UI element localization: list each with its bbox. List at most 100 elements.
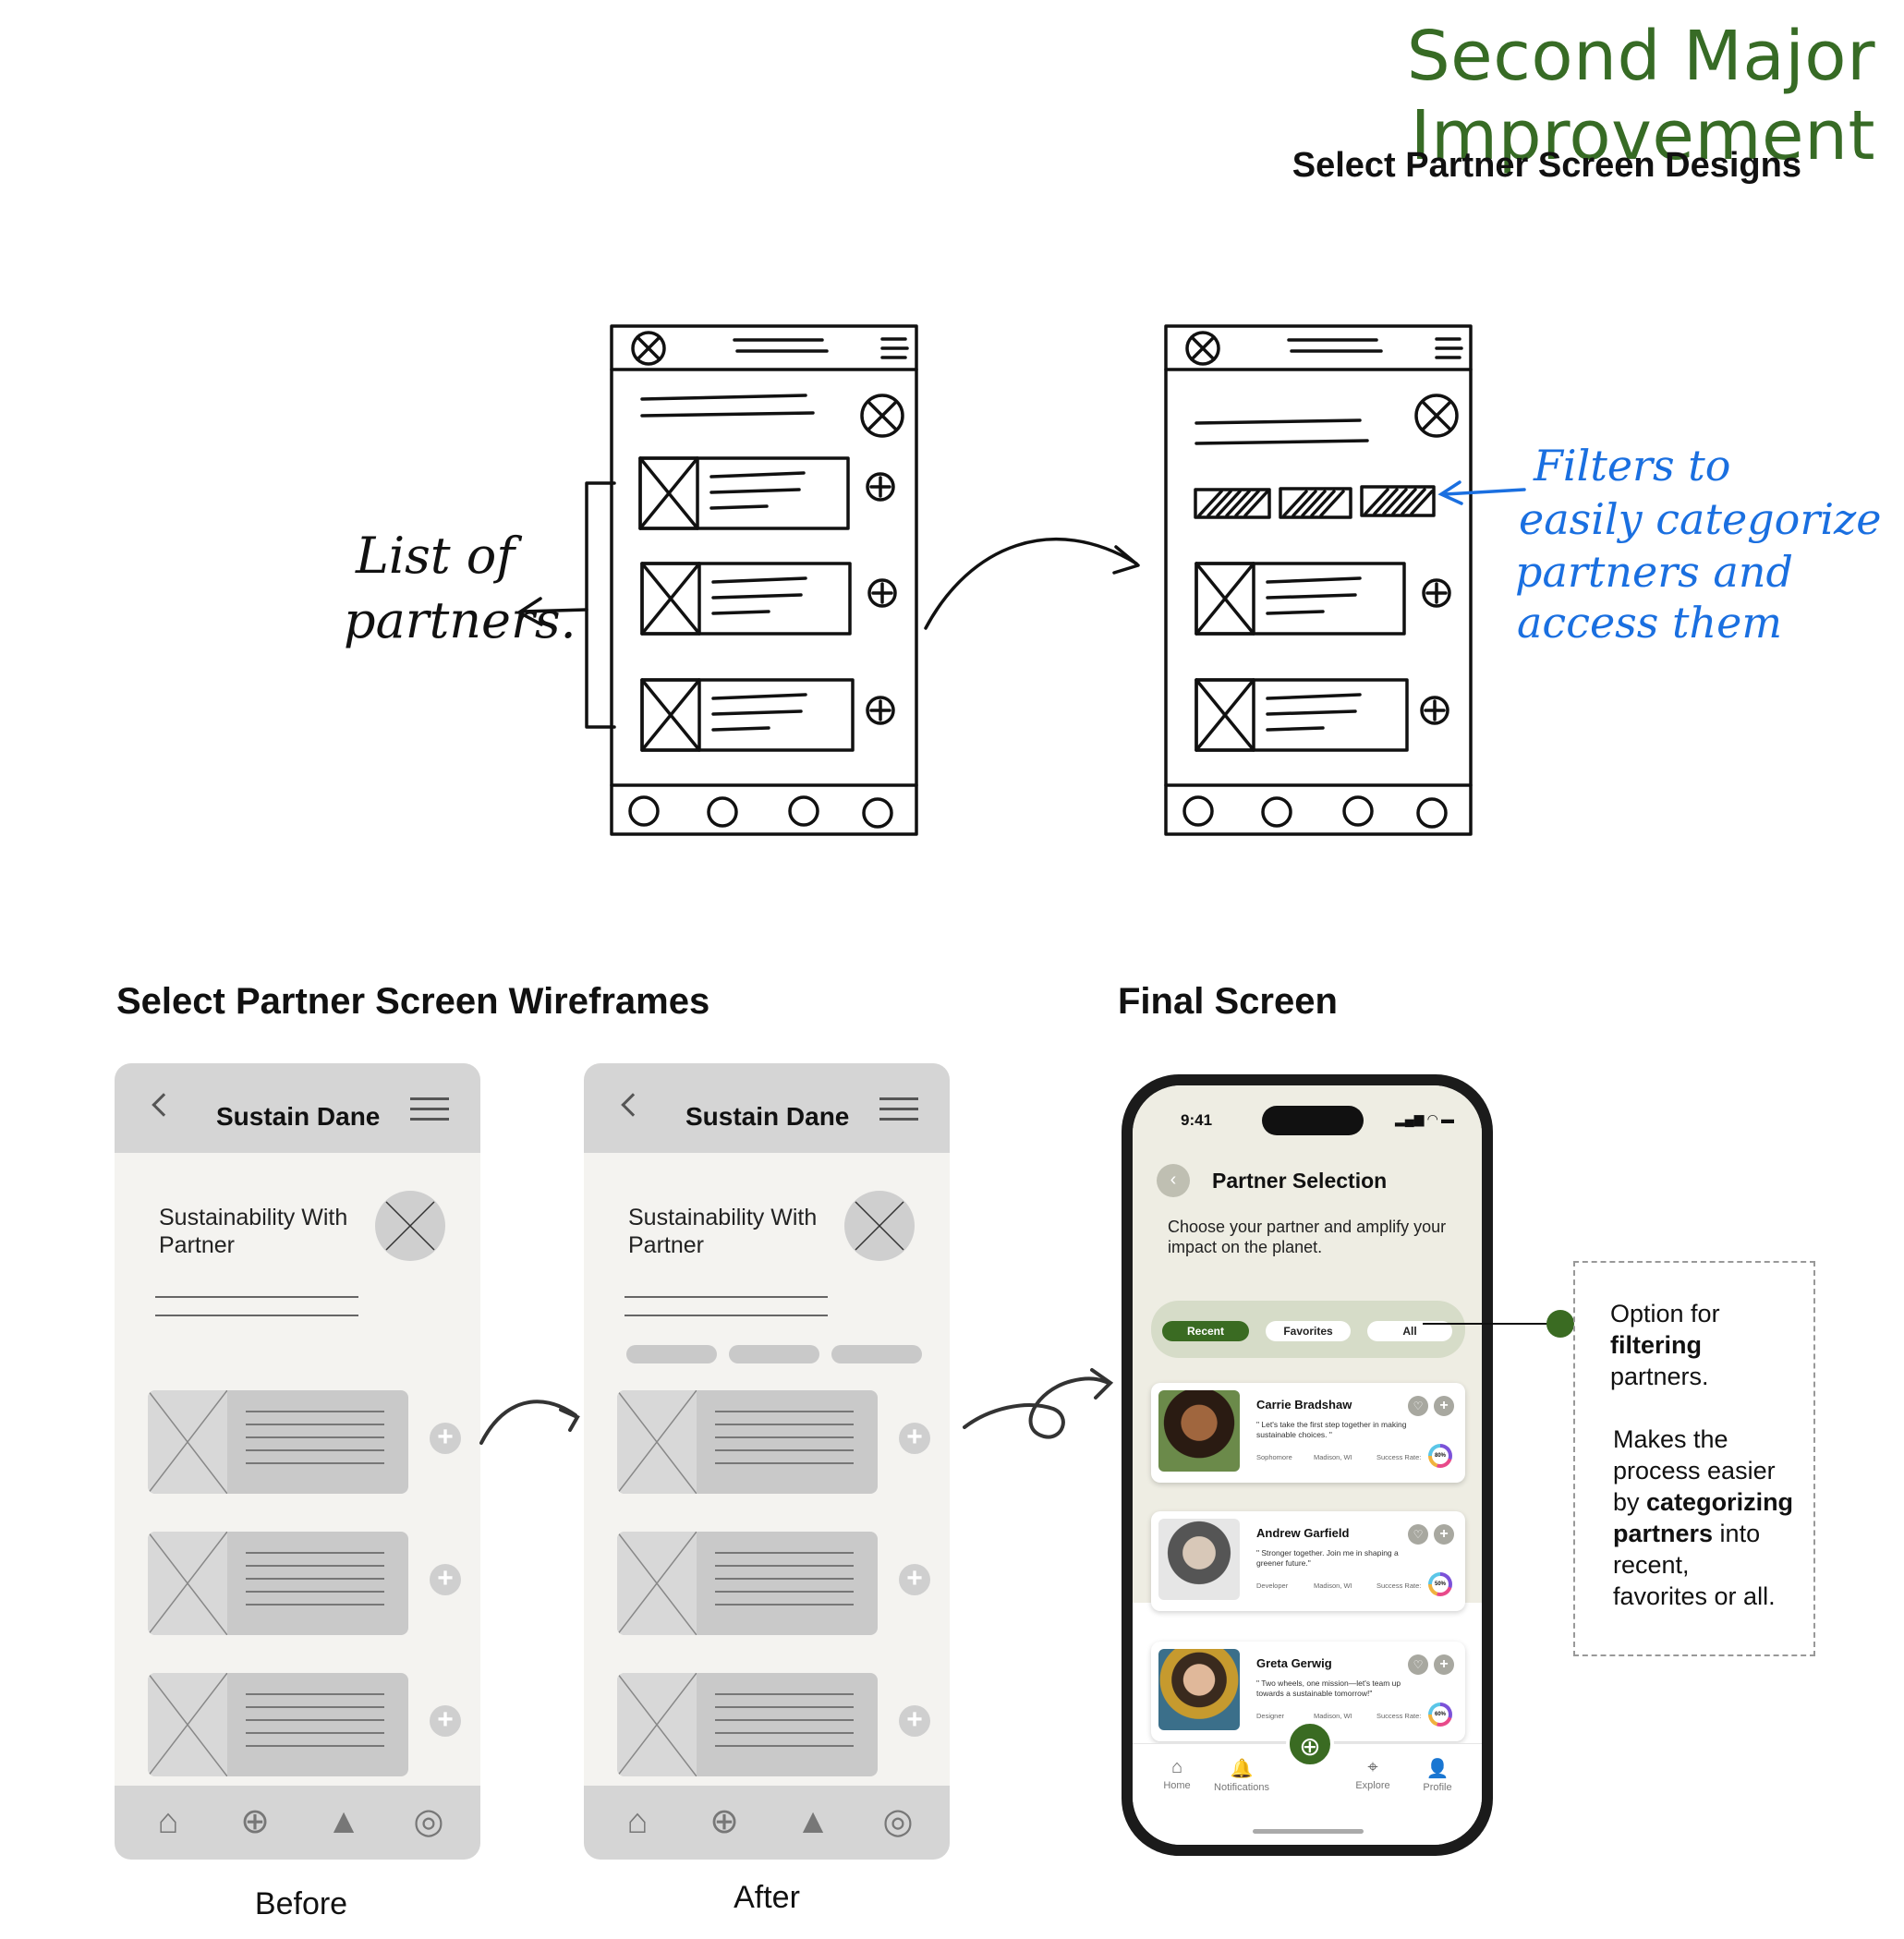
annotation-right-line3: partners and [1515, 547, 1793, 597]
partner-quote: " Two wheels, one mission—let's team up … [1256, 1678, 1401, 1698]
compass-icon[interactable]: ◎ [882, 1802, 914, 1841]
annotation-text-1: Option for filtering partners. [1610, 1298, 1720, 1392]
favorite-icon[interactable]: ♡ [1408, 1524, 1428, 1545]
menu-icon[interactable] [410, 1097, 449, 1121]
wf-app-title: Sustain Dane [216, 1102, 381, 1131]
annotation-left-line1: List of [355, 527, 522, 585]
bell-icon[interactable]: ▲ [795, 1802, 831, 1841]
nav-home[interactable]: ⌂ Home [1140, 1757, 1214, 1791]
dynamic-island [1262, 1106, 1364, 1135]
add-partner-button[interactable]: + [1434, 1396, 1454, 1416]
annotation-line4: Makes the [1613, 1425, 1728, 1453]
avatar-placeholder [375, 1191, 445, 1261]
final-phone-mockup: 9:41 ▂▄▆ ◠ ▬ ‹ Partner Selection Choose … [1122, 1074, 1493, 1856]
add-partner-button[interactable]: + [430, 1564, 461, 1595]
wf-partner-card[interactable] [617, 1390, 878, 1494]
annotation-right-line4: access them [1517, 598, 1782, 648]
partner-quote: " Stronger together. Join me in shaping … [1256, 1548, 1399, 1568]
wireframe-before: Sustain Dane Sustainability With Partner… [115, 1063, 480, 1860]
wf-heading-line1: Sustainability With [159, 1205, 348, 1230]
wf-partner-card[interactable] [148, 1390, 408, 1494]
nav-notifications-label: Notifications [1214, 1782, 1269, 1793]
annotation-line7a: partners [1613, 1520, 1714, 1547]
wf-heading: Sustainability With Partner [159, 1204, 347, 1259]
back-icon[interactable] [152, 1093, 176, 1117]
annotation-text-2: Makes the process easier by categorizing… [1613, 1424, 1793, 1612]
nav-profile[interactable]: 👤 Profile [1401, 1757, 1474, 1793]
home-icon[interactable]: ⌂ [626, 1802, 649, 1841]
status-icons: ▂▄▆ ◠ ▬ [1395, 1111, 1454, 1126]
compass-icon[interactable]: ◎ [413, 1802, 444, 1841]
add-partner-button[interactable]: + [1434, 1654, 1454, 1675]
back-button[interactable]: ‹ [1157, 1164, 1190, 1197]
nav-explore-label: Explore [1355, 1780, 1390, 1791]
partner-photo [1158, 1519, 1240, 1600]
filter-pill[interactable] [626, 1345, 717, 1363]
image-placeholder [148, 1673, 228, 1776]
wf-heading: Sustainability With Partner [628, 1204, 817, 1259]
sketch-area: List of partners. [344, 324, 1881, 836]
filter-pill[interactable] [729, 1345, 819, 1363]
favorite-icon[interactable]: ♡ [1408, 1396, 1428, 1416]
image-placeholder [617, 1532, 697, 1635]
wf-partner-card[interactable] [617, 1673, 878, 1776]
add-partner-button[interactable]: + [899, 1564, 930, 1595]
wf-bottom-nav: ⌂ ⊕ ▲ ◎ [115, 1786, 480, 1860]
add-partner-button[interactable]: + [1434, 1524, 1454, 1545]
page-title: Second Major Improvement [1406, 17, 1875, 176]
profile-icon: 👤 [1425, 1759, 1449, 1779]
annotation-box: Option for filtering partners. Makes the… [1573, 1261, 1815, 1656]
success-rate-ring: 80% [1428, 1444, 1452, 1468]
annotation-line7b: into [1713, 1520, 1761, 1547]
add-icon[interactable]: ⊕ [240, 1802, 270, 1841]
partner-card[interactable]: Carrie Bradshaw " Let's take the first s… [1151, 1383, 1465, 1483]
add-partner-button[interactable]: + [899, 1423, 930, 1454]
nav-notifications[interactable]: 🔔 Notifications [1205, 1757, 1279, 1793]
wf-partner-card[interactable] [148, 1673, 408, 1776]
add-partner-button[interactable]: + [430, 1705, 461, 1737]
annotation-line2: filtering [1610, 1331, 1702, 1359]
filter-favorites[interactable]: Favorites [1266, 1321, 1351, 1341]
bell-icon[interactable]: ▲ [326, 1802, 361, 1841]
wireframe-after: Sustain Dane Sustainability With Partner… [584, 1063, 950, 1860]
wf-heading-line1: Sustainability With [628, 1205, 818, 1230]
wf-header: Sustain Dane [584, 1063, 950, 1153]
add-partner-button[interactable]: + [430, 1423, 461, 1454]
annotation-line9: favorites or all. [1613, 1582, 1776, 1610]
nav-explore[interactable]: ⌖ Explore [1336, 1757, 1410, 1791]
add-partner-button[interactable]: + [899, 1705, 930, 1737]
binoculars-icon: ⌖ [1367, 1757, 1378, 1777]
wf-bottom-nav: ⌂ ⊕ ▲ ◎ [584, 1786, 950, 1860]
sketch-arrow [924, 537, 1138, 630]
partner-card[interactable]: Andrew Garfield " Stronger together. Joi… [1151, 1511, 1465, 1611]
wf-text-line [155, 1296, 358, 1298]
partner-location: Madison, WI [1314, 1581, 1352, 1590]
partner-photo [1158, 1390, 1240, 1472]
final-screen-heading: Final Screen [1118, 981, 1338, 1022]
partner-role: Designer [1256, 1712, 1285, 1720]
wf-text-line [155, 1315, 358, 1316]
home-indicator [1253, 1829, 1364, 1834]
wf-partner-card[interactable] [148, 1532, 408, 1635]
success-rate-ring: 50% [1428, 1572, 1452, 1596]
add-fab-button[interactable]: ⊕ [1286, 1720, 1334, 1768]
menu-icon[interactable] [879, 1097, 918, 1121]
success-rate-label: Success Rate: [1376, 1581, 1422, 1590]
filter-pill[interactable] [831, 1345, 922, 1363]
filter-all[interactable]: All [1367, 1321, 1452, 1341]
add-icon[interactable]: ⊕ [709, 1802, 739, 1841]
caption-before: Before [254, 1886, 348, 1921]
back-icon[interactable] [621, 1093, 645, 1117]
favorite-icon[interactable]: ♡ [1408, 1654, 1428, 1675]
home-icon[interactable]: ⌂ [157, 1802, 179, 1841]
partner-name: Carrie Bradshaw [1256, 1398, 1352, 1412]
nav-profile-label: Profile [1423, 1782, 1452, 1793]
caption-after: After [734, 1880, 800, 1915]
phone-screen: 9:41 ▂▄▆ ◠ ▬ ‹ Partner Selection Choose … [1133, 1085, 1482, 1845]
partner-location: Madison, WI [1314, 1712, 1352, 1720]
partner-role: Developer [1256, 1581, 1289, 1590]
wf-partner-card[interactable] [617, 1532, 878, 1635]
annotation-line5: process easier [1613, 1457, 1776, 1485]
filter-recent[interactable]: Recent [1162, 1321, 1249, 1341]
annotation-right-line1: Filters to [1533, 441, 1730, 491]
